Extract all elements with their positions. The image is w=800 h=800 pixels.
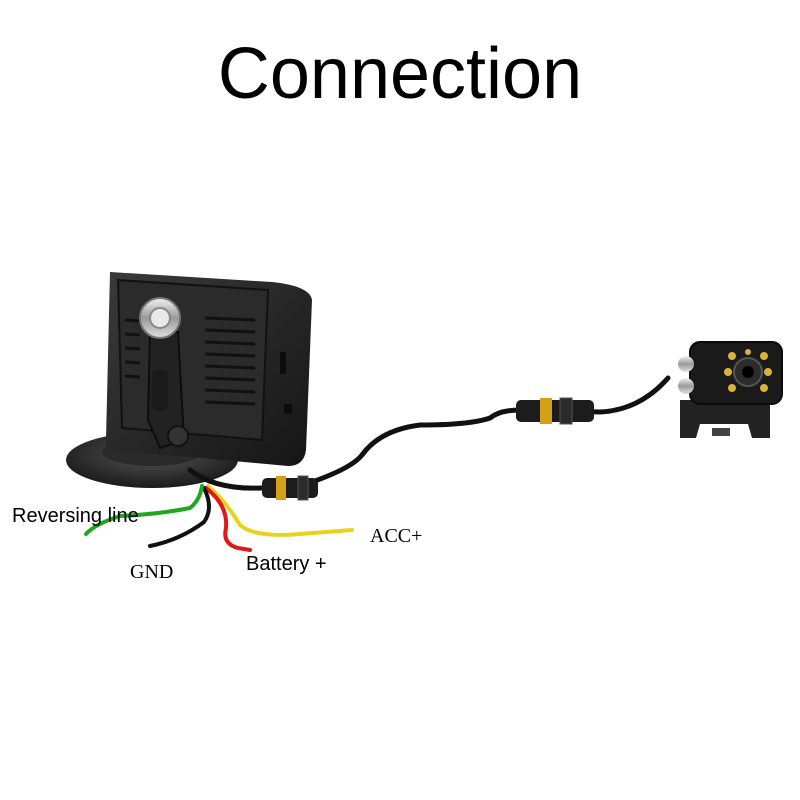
cable-connector [516, 397, 594, 425]
battery-label: Battery + [246, 553, 327, 575]
gnd-wire [148, 486, 211, 548]
acc-wire [206, 484, 354, 537]
cable-connector [262, 475, 318, 501]
rear-camera-device [678, 341, 783, 438]
reversing-wire [84, 484, 204, 536]
page-title: Connection [217, 34, 583, 114]
battery-wire [204, 486, 252, 552]
reversing-line-label: Reversing line [12, 505, 139, 527]
monitor-device [66, 272, 312, 488]
acc-label: ACC+ [370, 525, 422, 547]
gnd-label: GND [130, 561, 173, 583]
